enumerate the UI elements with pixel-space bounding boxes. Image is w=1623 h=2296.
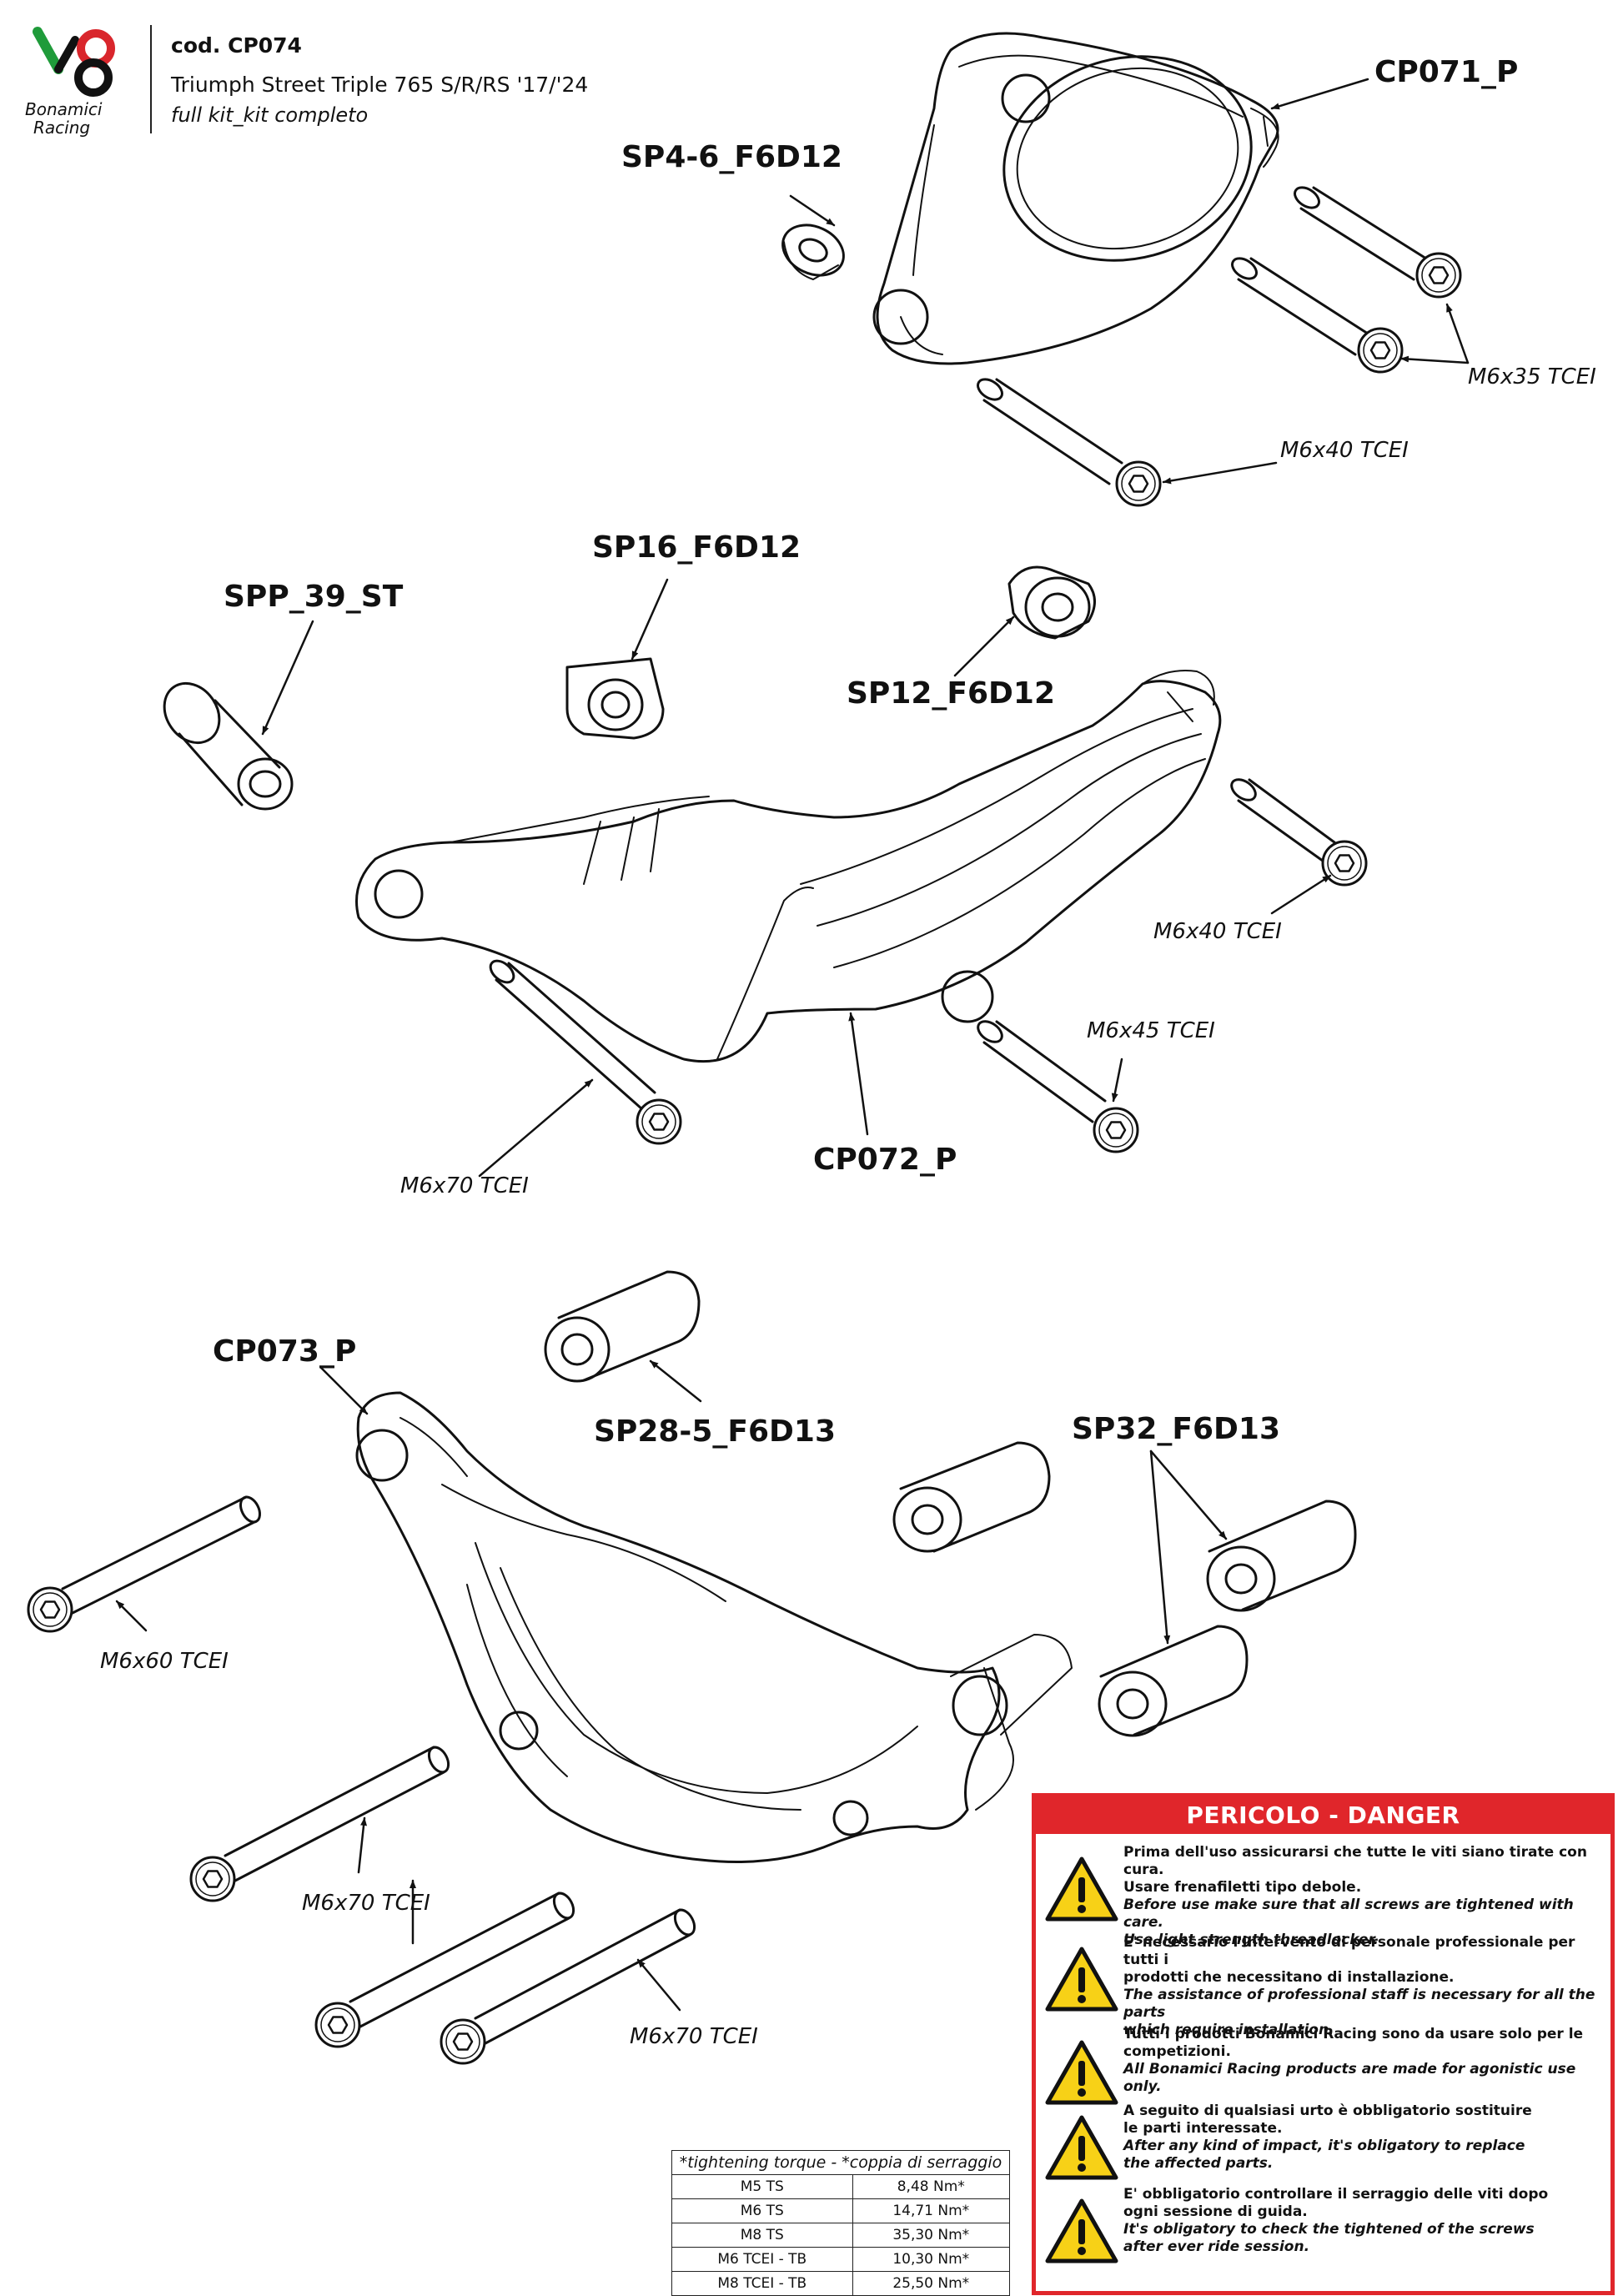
- spacer-sp32-c: [1098, 1625, 1249, 1737]
- torque-value: 8,48 Nm*: [852, 2174, 1011, 2199]
- label-sp28-5: SP28-5_F6D13: [594, 1414, 836, 1449]
- danger-title: PERICOLO - DANGER: [1036, 1797, 1610, 1834]
- screw-m6x60: [27, 1495, 261, 1633]
- brand-line1: Bonamici: [25, 99, 103, 119]
- bonamici-logo-icon: [33, 27, 115, 97]
- screw-m6x40-mid: [1230, 778, 1368, 887]
- warning-triangle-icon: [1045, 1947, 1118, 2012]
- warning-text-en: All Bonamici Racing products are made fo…: [1123, 2061, 1576, 2095]
- warning-text-it: Prima dell'uso assicurarsi che tutte le …: [1123, 1844, 1587, 1878]
- torque-screw-type: M6 TS: [671, 2198, 853, 2223]
- danger-warning-box: PERICOLO - DANGER Prima dell'uso assicur…: [1032, 1793, 1615, 2295]
- torque-screw-type: M8 TS: [671, 2223, 853, 2248]
- warning-text-it: le parti interessate.: [1123, 2120, 1283, 2137]
- product-model: Triumph Street Triple 765 S/R/RS '17/'24: [171, 73, 589, 97]
- label-m6x70-a: M6x70 TCEI: [302, 1891, 430, 1916]
- spacer-sp32-a: [892, 1441, 1051, 1553]
- warning-triangle-icon: [1045, 2198, 1118, 2263]
- warning-text-en: After any kind of impact, it's obligator…: [1123, 2138, 1525, 2154]
- spacer-sp4-6: [781, 224, 845, 280]
- spacer-sp28-5: [544, 1270, 701, 1383]
- cover-cp071: [872, 32, 1279, 365]
- screw-m6x40-top: [977, 378, 1162, 507]
- label-sp32: SP32_F6D13: [1072, 1412, 1280, 1446]
- cover-cp072: [355, 670, 1222, 1063]
- warning-text-en: It's obligatory to check the tightened o…: [1123, 2221, 1535, 2238]
- torque-table-header: *tightening torque - *coppia di serraggi…: [671, 2150, 1010, 2175]
- spacer-spp39: [163, 681, 294, 811]
- label-m6x35: M6x35 TCEI: [1468, 364, 1596, 389]
- warning-text-it: Tutti i prodotti Bonamici Racing sono da…: [1123, 2026, 1584, 2060]
- warning-text-en: Before use make sure that all screws are…: [1123, 1897, 1574, 1931]
- brand-line2: Racing: [33, 118, 91, 138]
- torque-table: *tightening torque - *coppia di serraggi…: [671, 2150, 1011, 2296]
- warning-text-it: prodotti che necessitano di installazion…: [1123, 1969, 1455, 1986]
- label-cp073: CP073_P: [213, 1334, 356, 1369]
- screw-m6x70-c: [440, 1908, 696, 2065]
- screw-m6x45: [977, 1020, 1139, 1153]
- warning-triangle-icon: [1045, 2115, 1118, 2180]
- label-m6x70-mid: M6x70 TCEI: [400, 1173, 529, 1198]
- warning-text-it: E' necessario l'intervento di personale …: [1123, 1934, 1575, 1968]
- label-spp39: SPP_39_ST: [224, 580, 404, 614]
- warning-text-en: which require installation.: [1123, 2022, 1334, 2038]
- cover-cp073: [355, 1391, 1073, 1863]
- brand-logo: Bonamici Racing: [25, 23, 133, 137]
- screw-m6x70-mid: [489, 959, 682, 1145]
- warning-text-en: after ever ride session.: [1123, 2238, 1310, 2255]
- label-m6x45: M6x45 TCEI: [1087, 1018, 1215, 1043]
- warning-text-it: Usare frenafiletti tipo debole.: [1123, 1879, 1362, 1896]
- label-sp4-6: SP4-6_F6D12: [621, 140, 842, 174]
- warning-triangle-icon: [1045, 1856, 1118, 1922]
- spacer-sp12: [1007, 565, 1096, 640]
- leader-lines: [115, 78, 1470, 2012]
- torque-screw-type: M5 TS: [671, 2174, 853, 2199]
- warning-triangle-icon: [1045, 2040, 1118, 2105]
- torque-value: 10,30 Nm*: [852, 2247, 1011, 2272]
- warning-text-it: ogni sessione di guida.: [1123, 2203, 1308, 2220]
- header-divider: [150, 25, 152, 133]
- screw-m6x70-b: [314, 1892, 575, 2048]
- screw-m6x35-b: [1231, 257, 1404, 374]
- product-kit: full kit_kit completo: [171, 103, 369, 127]
- label-m6x70-b: M6x70 TCEI: [630, 2024, 758, 2049]
- label-m6x60: M6x60 TCEI: [100, 1649, 229, 1674]
- warning-text-en: the affected parts.: [1123, 2155, 1274, 2172]
- torque-value: 14,71 Nm*: [852, 2198, 1011, 2223]
- torque-value: 35,30 Nm*: [852, 2223, 1011, 2248]
- label-cp071: CP071_P: [1374, 55, 1518, 89]
- label-cp072: CP072_P: [813, 1143, 957, 1177]
- screw-m6x35-a: [1294, 186, 1462, 299]
- warning-text-en: Use light strength threadlocker.: [1123, 1932, 1379, 1948]
- torque-screw-type: M8 TCEI - TB: [671, 2271, 853, 2296]
- label-m6x40-mid: M6x40 TCEI: [1153, 919, 1282, 944]
- product-code: cod. CP074: [171, 33, 302, 58]
- screw-m6x70-a: [189, 1746, 450, 1902]
- warning-text-it: A seguito di qualsiasi urto è obbligator…: [1123, 2103, 1532, 2119]
- spacer-sp32-b: [1206, 1500, 1357, 1612]
- label-sp16: SP16_F6D12: [592, 530, 801, 565]
- torque-screw-type: M6 TCEI - TB: [671, 2247, 853, 2272]
- spacer-sp16: [565, 657, 665, 740]
- torque-value: 25,50 Nm*: [852, 2271, 1011, 2296]
- label-sp12: SP12_F6D12: [847, 676, 1055, 711]
- warning-text-it: E' obbligatorio controllare il serraggio…: [1123, 2186, 1549, 2203]
- warning-text-en: The assistance of professional staff is …: [1123, 1987, 1595, 2021]
- label-m6x40-top: M6x40 TCEI: [1280, 438, 1409, 463]
